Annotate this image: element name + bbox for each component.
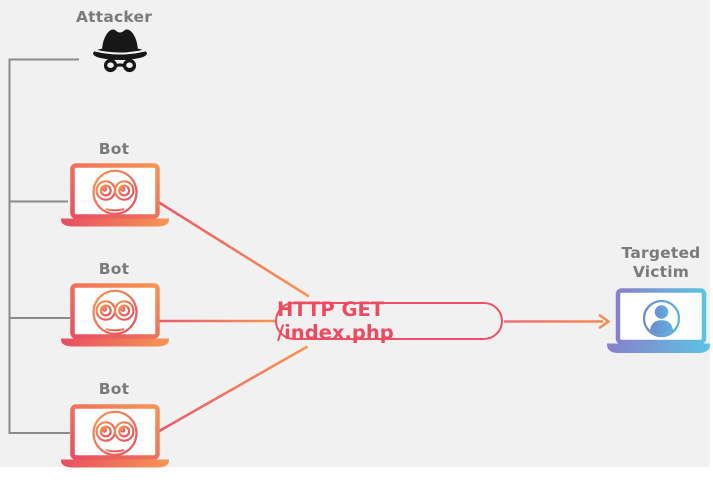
bot-laptop-base [61, 218, 169, 227]
robot-face [92, 410, 138, 456]
bot2-label: Bot [98, 260, 130, 278]
spy-icon [93, 29, 147, 73]
robot-face [92, 169, 138, 215]
arrowhead [598, 314, 610, 329]
botnet-bracket-line [8, 58, 79, 434]
victim-laptop-icon [607, 288, 710, 353]
bot-laptop-base [61, 338, 169, 347]
bot-laptop-icon [61, 404, 169, 468]
http-request-pill: HTTP GET /index.php [275, 298, 503, 344]
person-icon [642, 299, 681, 338]
spy-glasses-lens-left [107, 62, 114, 68]
spy-hat-band [94, 49, 146, 55]
victim-label: Targeted Victim [621, 244, 701, 282]
victim-laptop-base [607, 343, 710, 353]
spy-glasses-lens-right [126, 62, 133, 68]
attack-diagram: Attacker Bot Bot [0, 0, 710, 468]
spy-hat-crown [102, 29, 138, 53]
spy-glasses-bridge [115, 63, 125, 68]
connector-lines [8, 58, 610, 434]
bot1-to-request-line [156, 200, 310, 298]
bot3-label: Bot [98, 380, 130, 398]
robot-face [92, 289, 138, 335]
bot3-to-request-line [156, 345, 309, 434]
attacker-label: Attacker [75, 8, 153, 26]
bot1-label: Bot [98, 140, 130, 158]
bot-laptop-icon [61, 163, 169, 227]
bot-laptop-icon [61, 283, 169, 347]
bot-laptop-base [61, 459, 169, 468]
